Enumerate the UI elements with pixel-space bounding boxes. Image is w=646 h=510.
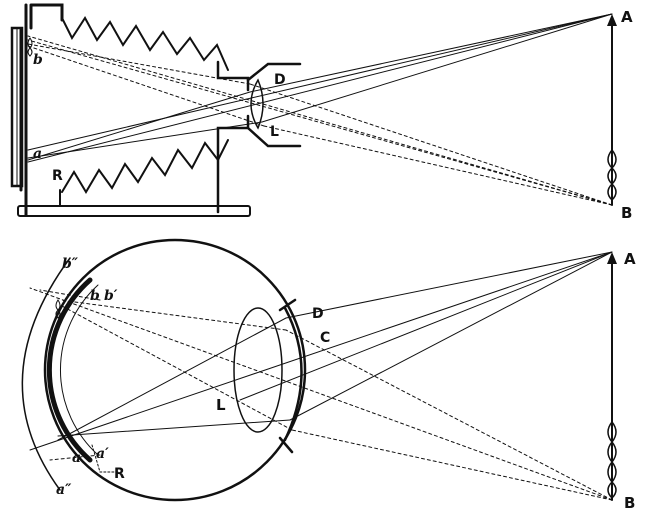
eye-label-a-prime: a′: [96, 446, 109, 462]
eye-rays-dashed: [29, 287, 613, 501]
camera-front-standard: [216, 60, 250, 214]
eye-label-A: A: [624, 250, 636, 268]
eye-rays: [29, 251, 613, 451]
camera-rays-dashed: [27, 35, 613, 206]
camera-label-A: A: [621, 8, 633, 26]
eye-lens: [233, 307, 283, 433]
eye-label-B: B: [624, 494, 635, 510]
eye-label-b-prime: b′: [104, 288, 118, 304]
camera-label-R: R: [52, 168, 63, 184]
eye-retina: [46, 277, 93, 463]
eye-label-b: b: [90, 288, 100, 304]
eye-figure: [21, 238, 617, 502]
camera-label-b: b: [33, 52, 43, 68]
eye-cornea: [283, 306, 303, 442]
eye-label-a: a: [72, 450, 81, 466]
camera-rays: [27, 13, 613, 163]
eye-ball-outer: [43, 238, 307, 502]
eye-label-L: L: [216, 396, 226, 414]
eye-label-b-double: b″: [62, 256, 79, 272]
eye-label-C: C: [320, 330, 330, 346]
eye-label-a-double: a″: [56, 482, 72, 498]
camera-lens-tube: [246, 62, 302, 148]
camera-label-B: B: [621, 204, 632, 222]
eye-label-R: R: [114, 466, 125, 482]
camera-back: [19, 3, 64, 217]
eye-outer-arc: [21, 257, 71, 491]
camera-label-a: a: [33, 146, 42, 162]
camera-figure: [10, 3, 617, 217]
camera-label-L: L: [270, 124, 279, 140]
camera-base: [17, 205, 251, 217]
camera-bellows-bottom: [61, 139, 229, 194]
camera-label-D: D: [274, 72, 286, 88]
eye-label-D: D: [312, 306, 324, 322]
eye-object-feather: [607, 420, 617, 500]
camera-bellows-top: [61, 16, 229, 71]
camera-object-feather: [607, 148, 617, 202]
